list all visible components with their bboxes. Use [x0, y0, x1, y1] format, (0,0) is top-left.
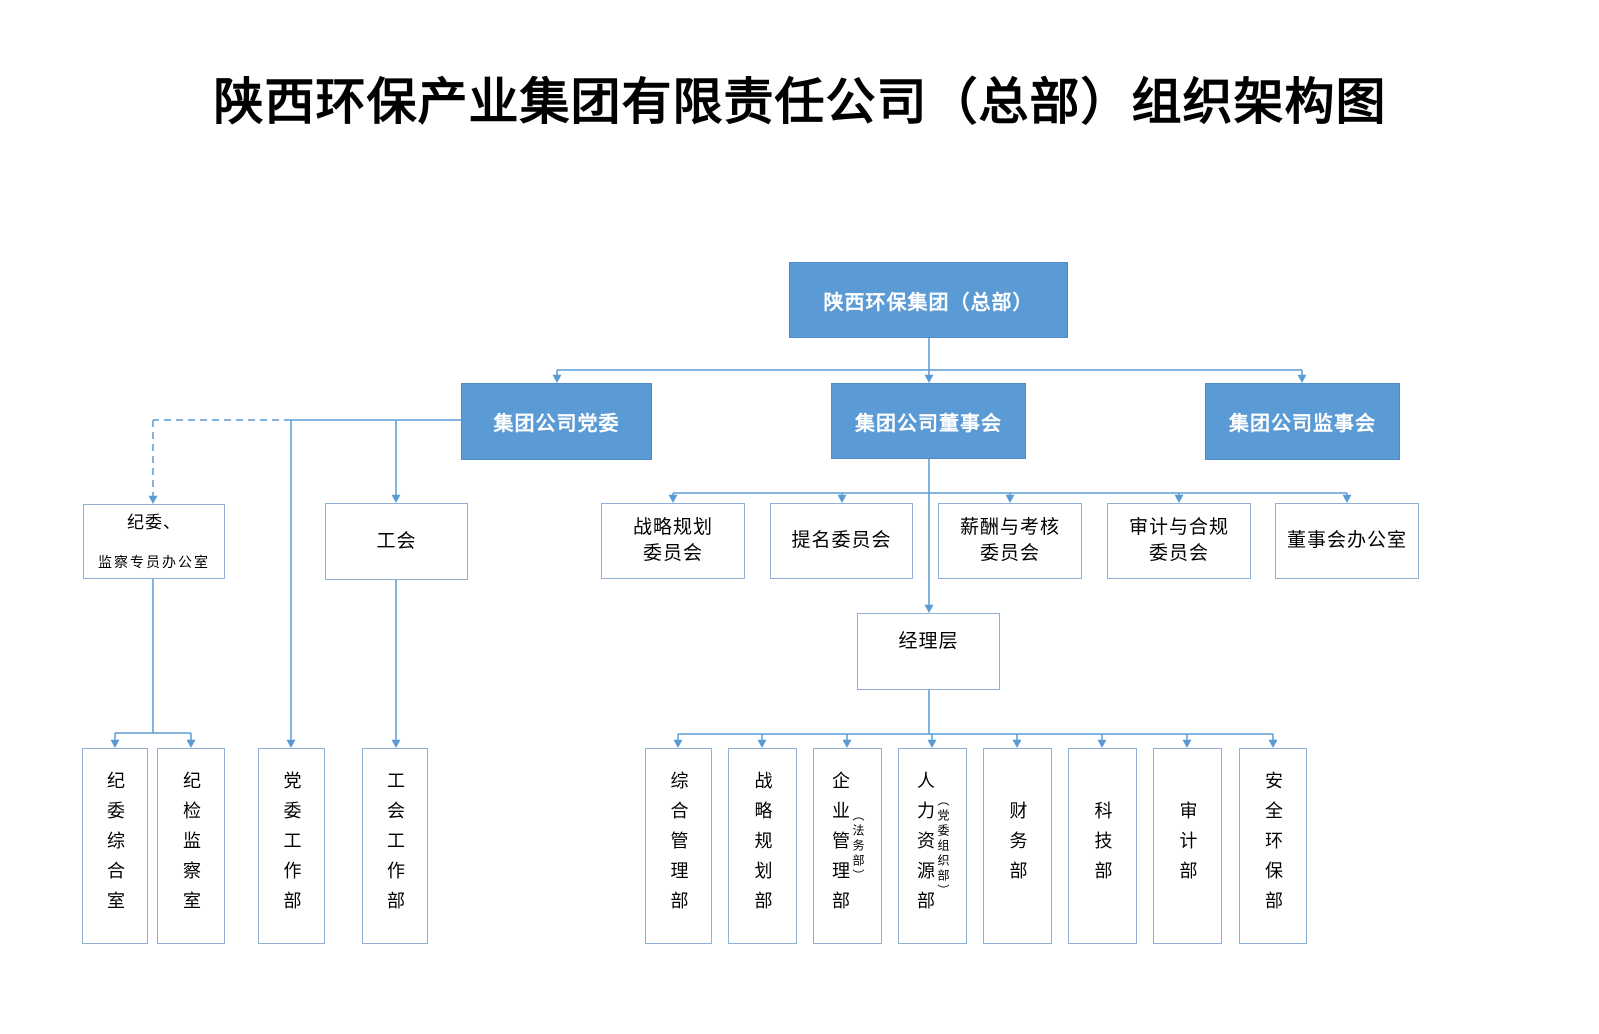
org-box-safety-env-dept: 安全环保部	[1239, 748, 1307, 944]
audit-dept-label: 审计部	[1177, 801, 1198, 891]
org-box-enterprise-mgmt-dept: 企业管理部 （法务部）	[813, 748, 882, 944]
org-box-discipline-general-office: 纪委综合室	[82, 748, 148, 944]
org-box-board-label: 集团公司董事会	[855, 412, 1002, 435]
general-admin-dept-label: 综合管理部	[668, 771, 689, 921]
discipline-office-line2: 监察专员办公室	[98, 554, 210, 570]
org-box-labor-union: 工会	[325, 503, 468, 580]
finance-dept-label: 财务部	[1007, 801, 1028, 891]
org-box-management: 经理层	[857, 613, 1000, 690]
management-label: 经理层	[898, 631, 959, 652]
union-work-dept-label: 工会工作部	[385, 771, 405, 921]
discipline-office-line1: 纪委、	[127, 513, 181, 532]
org-box-audit-compliance-committee: 审计与合规 委员会	[1107, 503, 1251, 579]
org-box-party-committee-label: 集团公司党委	[493, 413, 620, 435]
org-box-party-work-dept: 党委工作部	[258, 748, 325, 944]
org-box-strategy-planning-dept: 战略规划部	[728, 748, 797, 944]
org-box-root: 陕西环保集团（总部）	[789, 262, 1068, 338]
org-box-compensation-committee: 薪酬与考核 委员会	[938, 503, 1082, 579]
org-box-party-committee: 集团公司党委	[461, 383, 652, 460]
org-box-root-label: 陕西环保集团（总部）	[823, 291, 1034, 314]
tech-dept-label: 科技部	[1092, 801, 1113, 891]
enterprise-mgmt-dept-label: 企业管理部	[830, 771, 850, 921]
audit-compliance-committee-label: 审计与合规 委员会	[1128, 517, 1229, 564]
org-box-strategy-committee: 战略规划 委员会	[601, 503, 745, 579]
nomination-committee-label: 提名委员会	[791, 530, 892, 551]
org-box-discipline-inspection-office: 纪检监察室	[157, 748, 225, 944]
hr-dept-label: 人力资源部	[915, 771, 935, 921]
org-box-audit-dept: 审计部	[1153, 748, 1222, 944]
org-box-board: 集团公司董事会	[831, 383, 1026, 459]
org-box-finance-dept: 财务部	[983, 748, 1052, 944]
labor-union-label: 工会	[376, 530, 417, 552]
discipline-general-office-label: 纪委综合室	[105, 771, 125, 921]
enterprise-mgmt-dept-sublabel: （法务部）	[851, 808, 865, 884]
party-work-dept-label: 党委工作部	[281, 771, 302, 921]
org-box-union-work-dept: 工会工作部	[362, 748, 428, 944]
strategy-committee-label: 战略规划 委员会	[632, 517, 713, 564]
discipline-inspection-office-label: 纪检监察室	[181, 771, 201, 921]
org-box-hr-dept: 人力资源部 （党委组织部）	[898, 748, 967, 944]
safety-env-dept-label: 安全环保部	[1263, 771, 1283, 921]
org-box-general-admin-dept: 综合管理部	[645, 748, 712, 944]
org-box-nomination-committee: 提名委员会	[770, 503, 913, 579]
hr-dept-sublabel: （党委组织部）	[936, 793, 950, 899]
page-title: 陕西环保产业集团有限责任公司（总部）组织架构图	[213, 74, 1387, 130]
strategy-planning-dept-label: 战略规划部	[752, 771, 773, 921]
org-box-supervisory-board-label: 集团公司监事会	[1229, 413, 1376, 435]
org-box-discipline-office: 纪委、 监察专员办公室	[83, 504, 225, 579]
compensation-committee-label: 薪酬与考核 委员会	[959, 517, 1060, 564]
org-box-board-office: 董事会办公室	[1275, 503, 1419, 579]
org-box-tech-dept: 科技部	[1068, 748, 1137, 944]
board-office-label: 董事会办公室	[1286, 530, 1407, 551]
org-box-supervisory-board: 集团公司监事会	[1205, 383, 1400, 460]
